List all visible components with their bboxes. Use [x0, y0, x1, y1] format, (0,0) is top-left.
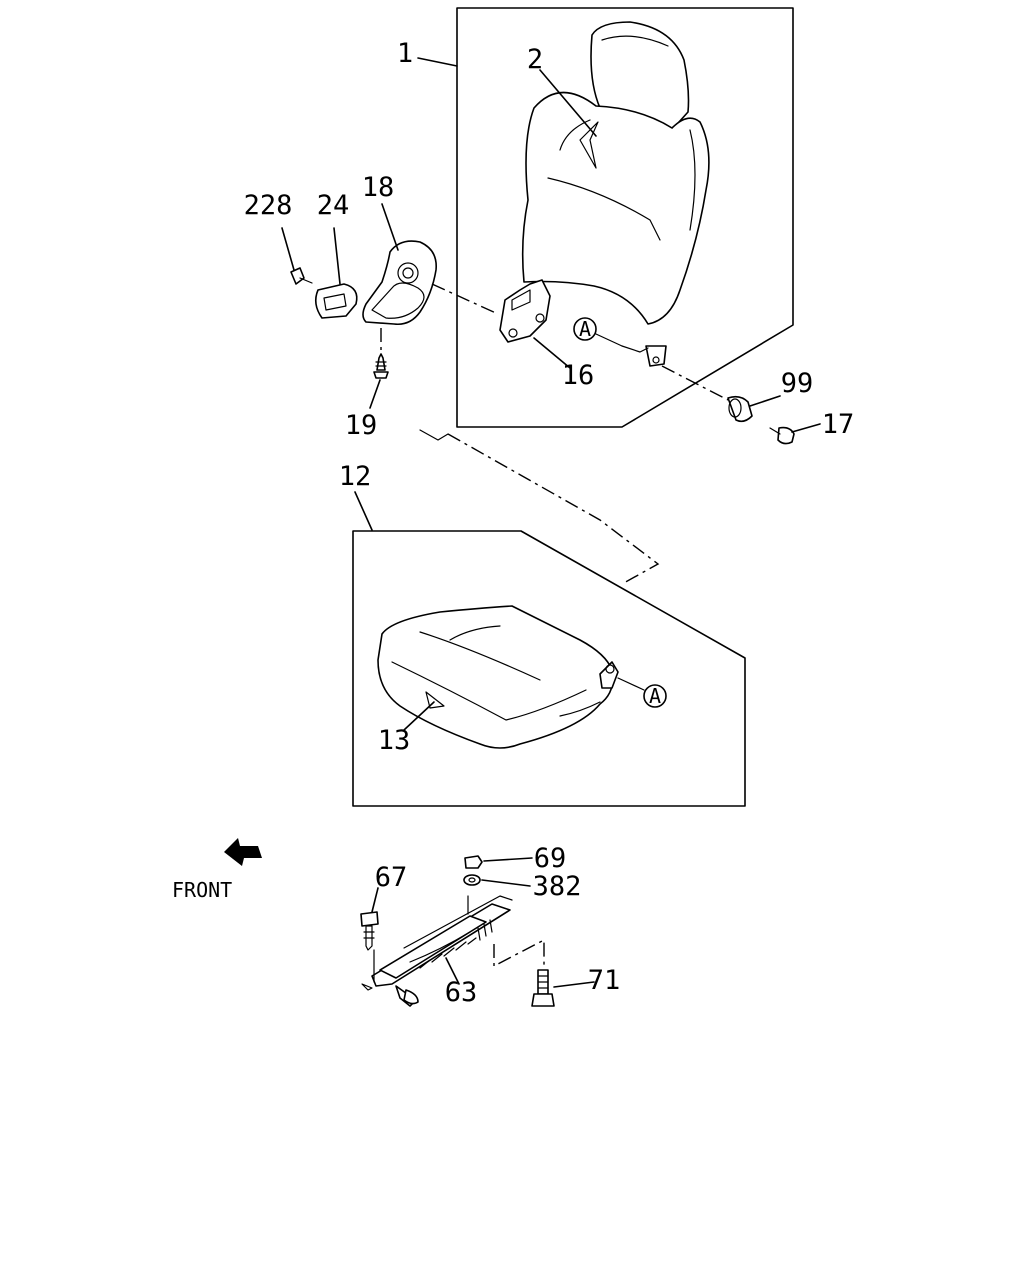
seat-back-leaders: [281, 57, 821, 433]
reference-mark-a-lower: A: [643, 684, 667, 708]
seat-cushion-part: [377, 605, 619, 749]
bolt-17-part: [769, 426, 795, 445]
callout-18: 18: [362, 172, 395, 203]
bushing-99-part: [727, 395, 753, 423]
seat-cushion-assembly-frame: [352, 530, 746, 807]
callout-67: 67: [375, 862, 408, 893]
hinge-bracket-part: [499, 279, 551, 343]
callout-1: 1: [397, 38, 413, 69]
callout-labels: 1 2 228 24 18 16 19 99 17 12 13 67 69 38…: [244, 38, 855, 1008]
front-direction-arrow: FRONT: [172, 838, 262, 902]
callout-69: 69: [534, 843, 567, 874]
callout-13: 13: [378, 725, 411, 756]
callout-382: 382: [533, 871, 582, 902]
screw-228-part: [290, 267, 313, 285]
bolt-67-part: [360, 911, 379, 951]
callout-2: 2: [527, 44, 543, 75]
callout-71: 71: [588, 965, 621, 996]
callout-12: 12: [339, 461, 372, 492]
front-label: FRONT: [172, 878, 232, 902]
adjuster-leaders: [371, 857, 595, 988]
callout-17: 17: [822, 409, 855, 440]
seat-adjuster-part: [361, 895, 513, 1007]
reference-mark-a-upper: A: [573, 317, 597, 341]
screw-19-part: [373, 353, 389, 379]
reference-a-upper-text: A: [579, 317, 591, 341]
seat-cushion-leaders: [354, 429, 660, 731]
seat-back-assembly-frame: [456, 7, 794, 428]
nut-69-part: [464, 855, 483, 869]
callout-99: 99: [781, 368, 814, 399]
callout-228: 228: [244, 190, 293, 221]
recliner-knob-part: [314, 283, 358, 319]
callout-63: 63: [445, 977, 478, 1008]
callout-16: 16: [562, 360, 595, 391]
front-arrow-icon: [224, 838, 262, 866]
callout-24: 24: [317, 190, 350, 221]
recliner-cover-part: [362, 240, 437, 326]
reference-a-lower-text: A: [649, 684, 661, 708]
callout-19: 19: [345, 410, 378, 441]
bolt-71-part: [531, 969, 555, 1007]
washer-382-part: [463, 874, 481, 886]
seat-back-part: [521, 21, 710, 367]
